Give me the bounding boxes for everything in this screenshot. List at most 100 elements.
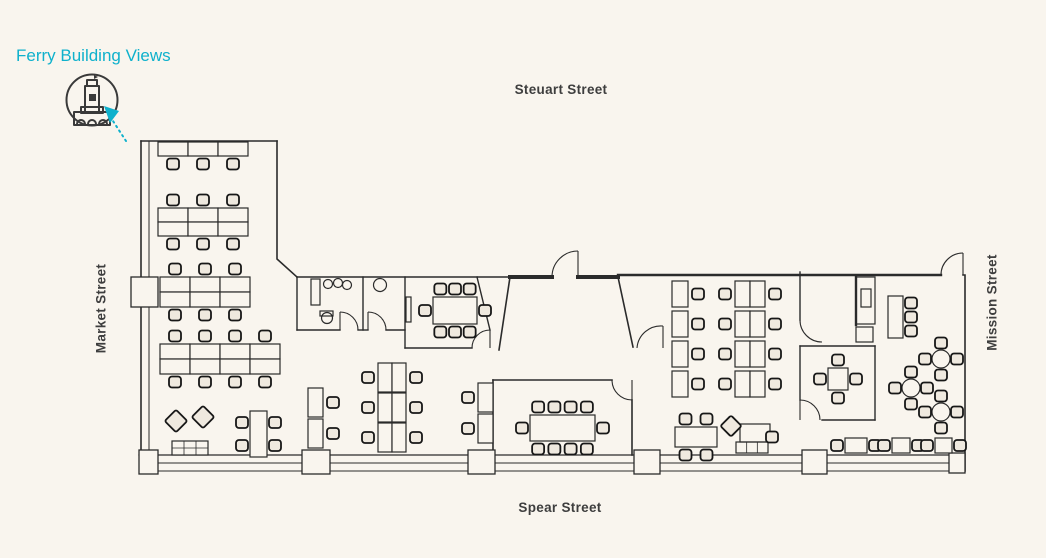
chair	[920, 381, 934, 395]
table	[891, 437, 911, 454]
table	[934, 437, 953, 454]
chair	[691, 317, 705, 331]
chair	[433, 282, 448, 296]
wall	[498, 276, 511, 351]
wall	[476, 276, 491, 331]
desk	[307, 418, 324, 449]
desk	[671, 340, 689, 368]
chair	[226, 193, 240, 207]
chair	[718, 377, 732, 391]
desk	[219, 358, 251, 375]
chair	[934, 336, 948, 350]
fixture	[319, 310, 334, 317]
desk	[749, 280, 766, 308]
lounge-chair	[720, 415, 742, 437]
chair	[462, 282, 477, 296]
chair	[918, 352, 932, 366]
table	[844, 437, 868, 454]
chair	[813, 372, 827, 386]
desk	[249, 343, 281, 360]
chair	[168, 375, 182, 389]
chair	[433, 325, 448, 339]
chair	[198, 329, 212, 343]
chair	[168, 308, 182, 322]
doors	[339, 250, 964, 421]
wall	[617, 276, 634, 348]
table	[674, 426, 718, 448]
desk	[391, 362, 407, 393]
fixture-circle	[372, 277, 388, 293]
chair	[461, 391, 475, 404]
column-pier	[467, 449, 496, 475]
chair	[718, 317, 732, 331]
chair	[409, 431, 423, 444]
desk	[187, 207, 219, 223]
chair	[691, 377, 705, 391]
chair	[934, 389, 948, 403]
street-label-spear: Spear Street	[518, 500, 602, 515]
round-table	[931, 349, 951, 369]
desk	[217, 207, 249, 223]
chair	[768, 287, 782, 301]
chair	[830, 439, 844, 452]
chair	[547, 442, 562, 456]
chair	[361, 371, 375, 384]
chair	[691, 287, 705, 301]
chair	[950, 352, 964, 366]
desk	[734, 340, 751, 368]
chair	[678, 412, 693, 426]
desk	[157, 207, 189, 223]
chair	[462, 325, 477, 339]
chair	[950, 405, 964, 419]
door-swing-arc	[799, 399, 821, 421]
desk	[377, 422, 393, 453]
desk	[749, 310, 766, 338]
furniture	[157, 141, 967, 462]
chair	[831, 391, 845, 405]
chair	[768, 317, 782, 331]
chair	[768, 347, 782, 361]
desk	[189, 291, 221, 308]
icon-building-flag	[94, 75, 98, 79]
wall	[962, 274, 966, 472]
chair	[904, 310, 918, 324]
chair	[258, 329, 272, 343]
fixture	[855, 326, 874, 343]
chair	[563, 400, 578, 414]
door-swing-arc	[339, 311, 359, 331]
chair	[228, 308, 242, 322]
chair	[718, 287, 732, 301]
fixture-circle	[332, 277, 344, 289]
fixture-circle	[341, 279, 353, 291]
chair	[934, 368, 948, 382]
shelf-table	[735, 441, 769, 454]
view-arrow-dots	[112, 120, 127, 142]
desk	[477, 413, 494, 444]
desk	[217, 221, 249, 237]
door-swing-arc	[799, 319, 823, 343]
chair	[326, 396, 340, 409]
desk	[749, 370, 766, 398]
chair	[920, 439, 934, 452]
desk	[159, 343, 191, 360]
wall	[276, 140, 299, 279]
column-pier	[633, 449, 661, 475]
table	[432, 296, 478, 325]
chair	[678, 448, 693, 462]
desk	[187, 221, 219, 237]
chair	[198, 375, 212, 389]
desk	[189, 358, 221, 375]
chair	[228, 375, 242, 389]
desk	[219, 291, 251, 308]
chair	[953, 439, 967, 452]
chair	[228, 329, 242, 343]
chair	[168, 262, 182, 276]
chair	[531, 442, 546, 456]
chair	[268, 416, 282, 429]
chair	[904, 296, 918, 310]
chair	[196, 237, 210, 251]
chair	[478, 304, 492, 317]
fixture-circle	[322, 278, 334, 290]
fixture	[310, 278, 321, 306]
